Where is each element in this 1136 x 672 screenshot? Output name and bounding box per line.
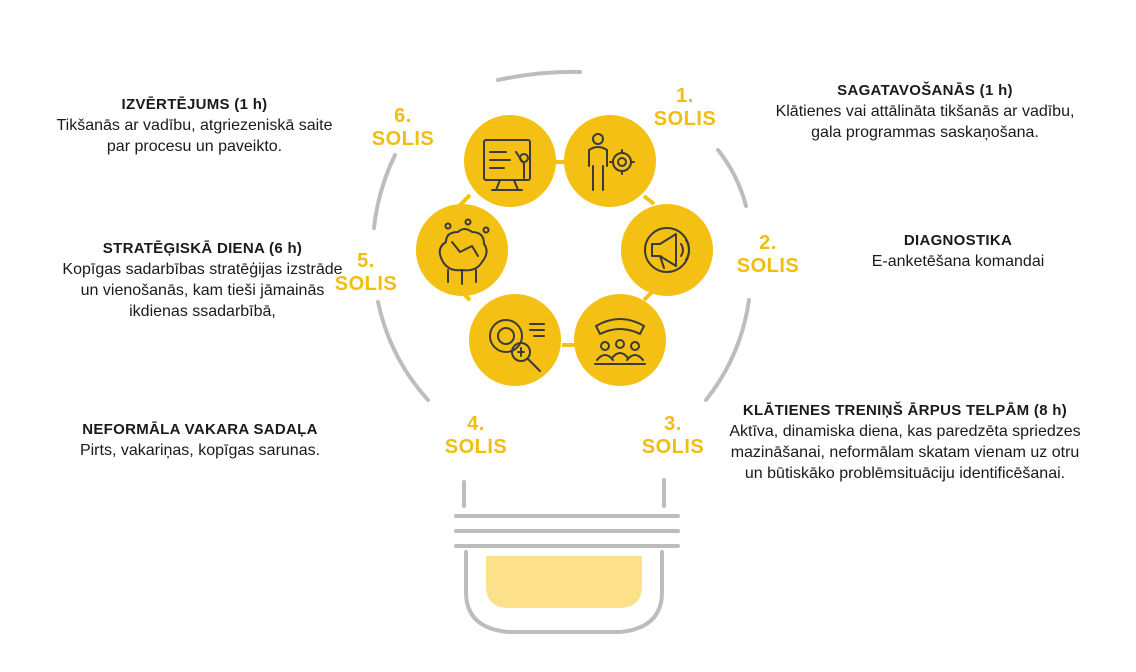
step-6-title: IZVĒRTĒJUMS (1 h) [121, 96, 268, 113]
step-4-circle [469, 294, 561, 386]
step-3-word: SOLIS [641, 436, 705, 458]
step-2-title: DIAGNOSTIKA [903, 232, 1013, 249]
step-1-word: SOLIS [653, 108, 717, 130]
step-4-num: 4. [467, 413, 485, 435]
brain-network-icon [438, 218, 490, 285]
step-2-text: E-anketēšana komandai [871, 253, 1045, 270]
bulb-outline [372, 69, 751, 634]
step-6-num: 6. [394, 105, 412, 127]
step-4-text: Pirts, vakariņas, kopīgas sarunas. [79, 442, 321, 459]
step-5-word: SOLIS [334, 273, 398, 295]
step-2-circle [621, 204, 713, 296]
step-1-description: SAGATAVOŠANĀS (1 h) Klātienes vai attāli… [760, 80, 1090, 143]
step-1-title: SAGATAVOŠANĀS (1 h) [837, 82, 1013, 99]
step-5-description: STRATĒĢISKĀ DIENA (6 h) Kopīgas sadarbīb… [60, 238, 345, 322]
step-3-title: KLĀTIENES TRENIŅŠ ĀRPUS TELPĀM (8 h) [742, 402, 1068, 419]
step-1-label: 1. SOLIS [640, 85, 730, 131]
bulb-base-fill [486, 556, 642, 608]
step-2-num: 2. [759, 232, 777, 254]
step-2-word: SOLIS [736, 255, 800, 277]
step-2-description: DIAGNOSTIKA E-anketēšana komandai [843, 230, 1073, 272]
finance-analysis-icon [489, 319, 545, 372]
team-meeting-icon [594, 318, 646, 365]
step-3-label: 3. SOLIS [628, 413, 718, 459]
megaphone-icon [644, 227, 690, 273]
presentation-icon [483, 139, 531, 191]
step-4-title: NEFORMĀLA VAKARA SADAĻA [82, 421, 318, 438]
step-1-text: Klātienes vai attālināta tikšanās ar vad… [775, 103, 1075, 141]
step-1-num: 1. [676, 85, 694, 107]
bulb-base [454, 514, 680, 548]
step-3-text: Aktīva, dinamiska diena, kas paredzēta s… [729, 423, 1081, 482]
step-5-title: STRATĒĢISKĀ DIENA (6 h) [102, 240, 303, 257]
step-5-label: 5. SOLIS [321, 250, 411, 296]
step-5-text: Kopīgas sadarbības stratēģijas izstrāde … [62, 261, 343, 320]
step-4-label: 4. SOLIS [431, 413, 521, 459]
step-2-label: 2. SOLIS [723, 232, 813, 278]
step-5-num: 5. [357, 250, 375, 272]
step-4-description: NEFORMĀLA VAKARA SADAĻA Pirts, vakariņas… [45, 419, 355, 461]
step-6-text: Tikšanās ar vadību, atgriezeniskā saite … [56, 117, 333, 155]
person-gear-icon [588, 133, 635, 191]
step-3-description: KLĀTIENES TRENIŅŠ ĀRPUS TELPĀM (8 h) Akt… [725, 400, 1085, 484]
step-6-word: SOLIS [371, 128, 435, 150]
step-4-word: SOLIS [444, 436, 508, 458]
step-6-label: 6. SOLIS [358, 105, 448, 151]
step-6-description: IZVĒRTĒJUMS (1 h) Tikšanās ar vadību, at… [52, 94, 337, 157]
step-3-num: 3. [664, 413, 682, 435]
